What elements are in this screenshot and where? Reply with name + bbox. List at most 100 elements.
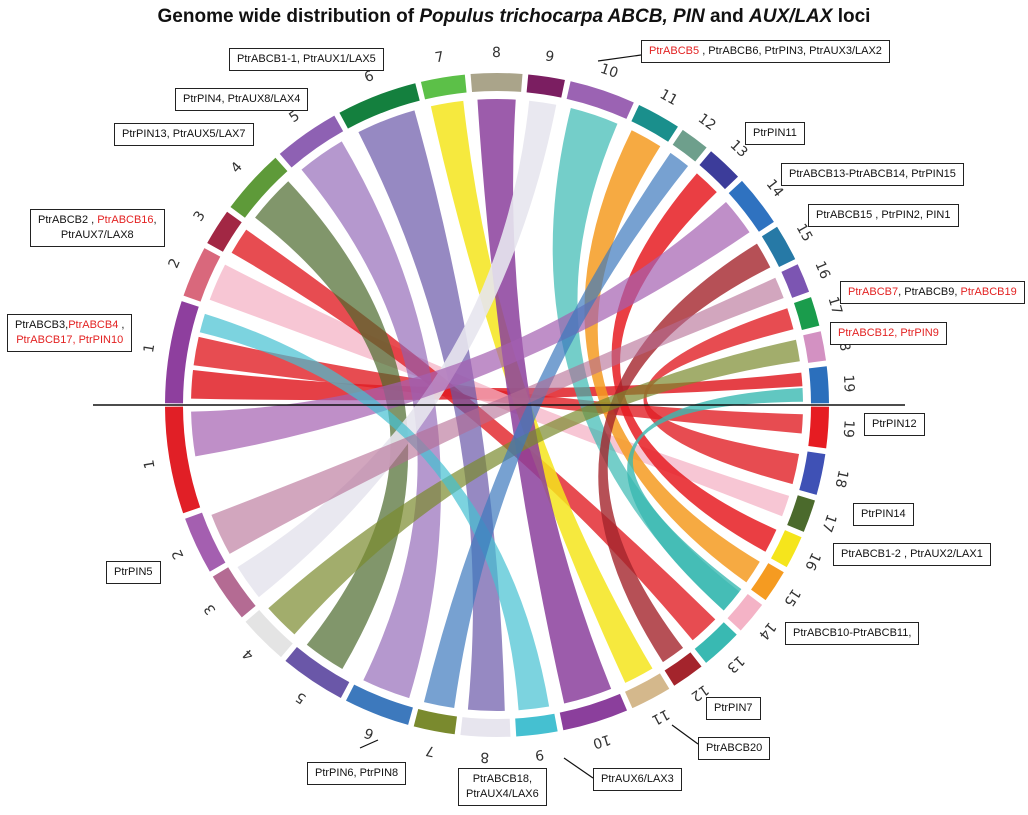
upper-chromosome-15: [761, 226, 796, 267]
label-text: PtrABCB2 ,: [38, 214, 98, 226]
upper-chromosome-number-12: 12: [695, 111, 719, 134]
title-italic-2: AUX/LAX: [749, 6, 833, 27]
label-text: PtrABCB13-PtrABCB14, PtrPIN15: [789, 168, 956, 180]
lower-chromosome-16: [770, 530, 802, 568]
link-ribbon: [231, 229, 716, 641]
label-text: PtrABCB15 , PtrPIN2, PIN1: [816, 209, 951, 221]
label-upper-chr4: PtrPIN13, PtrAUX5/LAX7: [114, 123, 254, 146]
upper-chromosome-number-10: 10: [598, 61, 620, 82]
lower-chromosome-18: [799, 451, 826, 495]
label-text: PtrAUX6/LAX3: [601, 773, 674, 785]
lower-chromosome-number-11: 11: [649, 706, 672, 728]
upper-chromosome-number-3: 3: [191, 208, 209, 224]
label-lower-chr12: PtrPIN7: [706, 697, 761, 720]
upper-chromosome-number-19: 19: [840, 374, 857, 393]
leader-line: [359, 739, 379, 749]
title-mid: and: [704, 6, 750, 27]
lower-chromosome-11: [625, 673, 670, 709]
lower-chromosome-number-19: 19: [840, 420, 857, 439]
link-ribbon: [237, 100, 557, 598]
label-text: PtrABCB4: [68, 319, 119, 331]
upper-chromosome-number-17: 17: [825, 295, 845, 317]
lower-chromosome-number-17: 17: [818, 512, 839, 534]
label-lower-chr2: PtrPIN5: [106, 561, 161, 584]
upper-chromosome-10: [566, 81, 634, 119]
label-text: PtrPIN6, PtrPIN8: [315, 767, 399, 779]
label-text: PtrABCB19: [960, 286, 1017, 298]
upper-chromosome-7: [420, 74, 467, 100]
upper-chromosome-3: [207, 211, 242, 252]
lower-chromosome-19: [808, 406, 829, 449]
upper-chromosome-5: [279, 115, 344, 168]
upper-chromosome-6: [339, 83, 420, 129]
chromosome-ring: [165, 73, 829, 737]
ribbon-layer: [191, 99, 803, 712]
leader-line: [597, 54, 642, 62]
leader-line: [563, 757, 594, 779]
link-ribbon: [211, 277, 784, 554]
upper-chromosome-number-2: 2: [166, 256, 184, 271]
label-text: PtrAUX7/LAX8: [60, 229, 134, 241]
lower-chromosome-5: [285, 646, 350, 698]
upper-chromosome-number-4: 4: [228, 159, 246, 176]
label-upper-chr2-line1: PtrABCB2 , PtrABCB16,: [38, 213, 157, 228]
label-text: , PtrABCB9,: [898, 286, 961, 298]
lower-chromosome-17: [787, 495, 815, 532]
label-text: PtrABCB5: [649, 45, 700, 57]
upper-chromosome-8: [470, 73, 523, 92]
lower-chromosome-9: [515, 713, 558, 737]
lower-chromosome-number-18: 18: [831, 468, 850, 489]
label-text: PtrABCB17, PtrPIN10: [16, 334, 124, 346]
upper-chromosome-4: [230, 157, 288, 218]
label-lower-chr16: PtrABCB1-2 , PtrAUX2/LAX1: [833, 543, 991, 566]
lower-chromosome-number-2: 2: [169, 547, 187, 562]
label-lower-chr19: PtrPIN12: [864, 413, 925, 436]
upper-chromosome-9: [526, 74, 565, 98]
upper-chromosome-19: [808, 366, 829, 404]
page-title: Genome wide distribution of Populus tric…: [0, 6, 1028, 28]
label-text: , PtrABCB6, PtrPIN3, PtrAUX3/LAX2: [699, 45, 882, 57]
label-text: PtrABCB1-1, PtrAUX1/LAX5: [237, 53, 376, 65]
label-upper-chr1-line1: PtrABCB3,PtrABCB4 ,: [15, 318, 124, 333]
upper-chromosome-number-11: 11: [657, 86, 680, 109]
lower-chromosome-4: [245, 610, 293, 658]
upper-chromosome-1: [165, 301, 199, 404]
lower-chromosome-number-7: 7: [424, 742, 436, 759]
upper-chromosome-18: [803, 331, 827, 363]
link-ribbon: [643, 308, 800, 485]
label-text: ,: [153, 214, 157, 226]
upper-chromosome-17: [793, 297, 820, 330]
upper-chromosome-2: [183, 248, 221, 302]
label-text: PtrABCB20: [706, 742, 763, 754]
label-lower-chr9: PtrAUX6/LAX3: [593, 768, 682, 791]
label-text: PtrPIN13, PtrAUX5/LAX7: [122, 128, 246, 140]
lower-chromosome-6: [345, 684, 413, 725]
label-upper-chr2-line2: PtrAUX7/LAX8: [38, 228, 157, 243]
label-text: PtrABCB7: [848, 286, 899, 298]
upper-chromosome-number-8: 8: [492, 45, 501, 61]
link-ribbon: [268, 339, 800, 635]
lower-chromosome-number-1: 1: [141, 458, 158, 469]
upper-chromosome-14: [728, 180, 774, 232]
label-text: PtrPIN14: [861, 508, 906, 520]
label-upper-chr1-line2: PtrABCB17, PtrPIN10: [15, 333, 124, 348]
link-ribbon: [611, 173, 777, 552]
link-ribbon: [191, 202, 750, 457]
label-text: ,: [118, 319, 125, 331]
label-text: PtrABCB12, PtrPIN9: [838, 327, 939, 339]
label-lower-chr14: PtrABCB10-PtrABCB11,: [785, 622, 920, 645]
label-text: PtrABCB16: [97, 214, 154, 226]
label-lower-chr11: PtrABCB20: [698, 737, 771, 760]
upper-chromosome-number-7: 7: [434, 49, 445, 66]
lower-chromosome-number-3: 3: [201, 601, 219, 618]
label-lower-chr8: PtrABCB18,PtrAUX4/LAX6: [458, 768, 547, 806]
lower-chromosome-number-15: 15: [780, 586, 803, 610]
label-text: PtrABCB1-2 , PtrAUX2/LAX1: [841, 548, 983, 560]
lower-chromosome-13: [694, 622, 737, 663]
label-lower-chr17: PtrPIN14: [853, 503, 914, 526]
label-text: PtrABCB10-PtrABCB11,: [793, 627, 912, 639]
upper-chromosome-12: [672, 129, 707, 162]
label-text: PtrPIN7: [714, 702, 753, 714]
lower-chromosome-7: [413, 708, 457, 735]
